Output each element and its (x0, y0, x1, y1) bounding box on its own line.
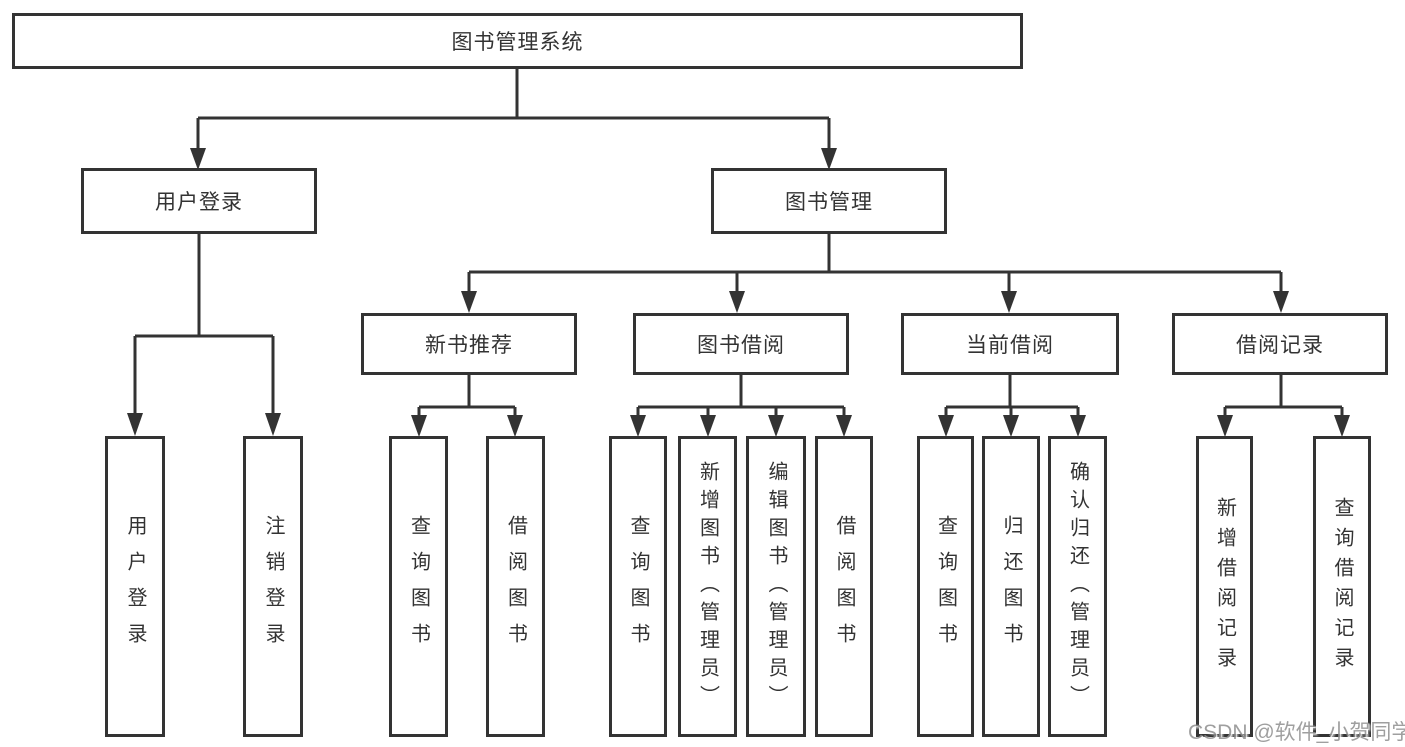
leaf-edit-book-admin: 编辑图书（管理员） (746, 436, 806, 737)
leaf-return-books: 归还图书 (982, 436, 1040, 737)
node-user-login-label: 用户登录 (155, 191, 243, 214)
leaf-confirm-return-admin: 确认归还（管理员） (1048, 436, 1107, 737)
connector-newbook-to-leaves (411, 375, 523, 437)
node-new-book-recommend: 新书推荐 (361, 313, 577, 375)
leaf-query-borrow-record: 查询借阅记录 (1313, 436, 1371, 737)
connector-bookmgmt-to-level3 (461, 232, 1289, 313)
leaf-add-book-admin-label: 新增图书（管理员） (696, 460, 719, 713)
leaf-newbook-query-books-label: 查询图书 (407, 514, 430, 659)
leaf-borrow-books: 借阅图书 (815, 436, 873, 737)
connector-login-to-leaves (127, 233, 281, 436)
node-current-borrow: 当前借阅 (901, 313, 1119, 375)
node-borrow-records-label: 借阅记录 (1236, 334, 1324, 357)
leaf-logout-label: 注销登录 (262, 514, 284, 659)
connector-root-to-level2 (190, 69, 837, 170)
node-borrow-records: 借阅记录 (1172, 313, 1388, 375)
leaf-query-borrow-record-label: 查询借阅记录 (1331, 496, 1353, 677)
csdn-watermark: CSDN @软件_小贺同学 (1188, 721, 1405, 744)
node-new-book-recommend-label: 新书推荐 (425, 334, 513, 357)
node-root: 图书管理系统 (12, 13, 1023, 69)
node-root-label: 图书管理系统 (451, 31, 584, 54)
leaf-borrow-books-label: 借阅图书 (833, 514, 855, 659)
leaf-newbook-borrow-books: 借阅图书 (486, 436, 545, 737)
leaf-add-borrow-record-label: 新增借阅记录 (1213, 496, 1236, 677)
leaf-confirm-return-admin-label: 确认归还（管理员） (1066, 460, 1089, 713)
leaf-current-query-books: 查询图书 (917, 436, 974, 737)
leaf-add-borrow-record: 新增借阅记录 (1196, 436, 1253, 737)
connector-records-to-leaves (1217, 375, 1350, 437)
leaf-borrow-query-books: 查询图书 (609, 436, 667, 737)
leaf-newbook-query-books: 查询图书 (389, 436, 448, 737)
node-user-login: 用户登录 (81, 168, 317, 234)
leaf-return-books-label: 归还图书 (1000, 514, 1022, 659)
node-book-borrow-label: 图书借阅 (697, 334, 785, 357)
leaf-borrow-query-books-label: 查询图书 (627, 514, 649, 659)
leaf-user-login-label: 用户登录 (124, 514, 146, 659)
connector-currentborrow-to-leaves (938, 375, 1086, 437)
leaf-newbook-borrow-books-label: 借阅图书 (504, 514, 527, 659)
node-book-borrow: 图书借阅 (633, 313, 849, 375)
leaf-add-book-admin: 新增图书（管理员） (678, 436, 737, 737)
leaf-current-query-books-label: 查询图书 (934, 514, 957, 659)
leaf-edit-book-admin-label: 编辑图书（管理员） (765, 460, 787, 713)
node-book-management-label: 图书管理 (785, 191, 873, 214)
connector-bookborrow-to-leaves (630, 375, 852, 437)
leaf-logout: 注销登录 (243, 436, 303, 737)
node-current-borrow-label: 当前借阅 (966, 334, 1054, 357)
node-book-management: 图书管理 (711, 168, 947, 234)
leaf-user-login: 用户登录 (105, 436, 165, 737)
